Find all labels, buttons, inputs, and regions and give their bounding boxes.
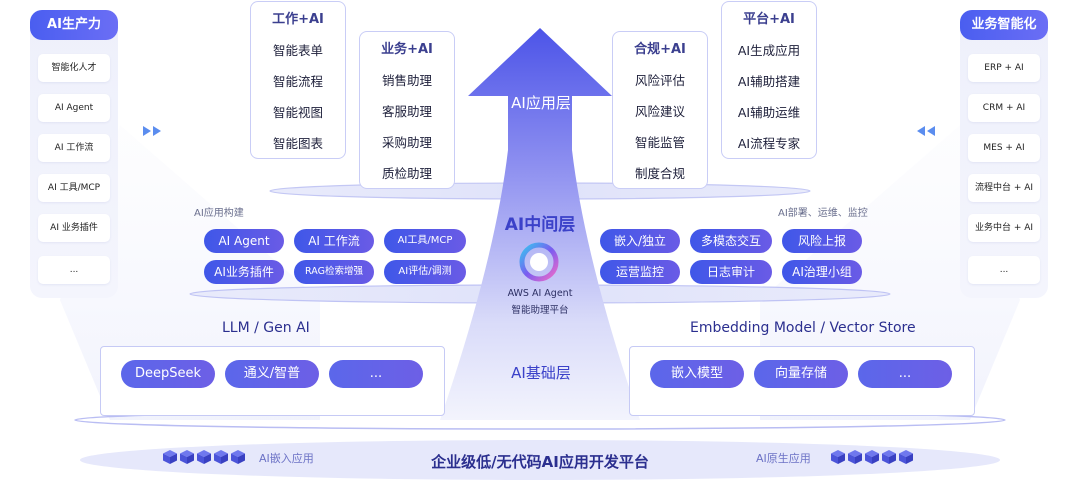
cube-icon [831,450,845,464]
card-item[interactable]: AI辅助运维 [737,105,801,120]
cube-icons-left [163,450,245,464]
pill-ai-eval[interactable]: AI评估/调测 [384,260,466,284]
left-panel-item[interactable]: AI Agent [38,94,110,122]
card-item[interactable]: 客服助理 [381,104,432,119]
card-platform-ai: 平台+AI AI生成应用 AI辅助搭建 AI辅助运维 AI流程专家 [721,1,817,159]
card-item[interactable]: 智能监管 [634,135,685,150]
card-item[interactable]: 销售助理 [381,73,432,88]
left-panel-item[interactable]: ... [38,256,110,284]
card-item[interactable]: 质检助理 [381,166,432,181]
pill-ai-business-plugin[interactable]: AI业务插件 [204,260,284,284]
card-item[interactable]: 智能图表 [272,136,323,151]
left-panel-title: AI生产力 [30,10,118,40]
right-panel-item[interactable]: CRM + AI [968,94,1040,122]
center-logo-title: AWS AI Agent [507,288,573,299]
embedding-title: Embedding Model / Vector Store [690,320,916,336]
right-chevrons-icon [917,126,935,136]
left-panel-item[interactable]: AI 业务插件 [38,214,110,242]
build-label: AI应用构建 [194,208,244,219]
app-layer-label: AI应用层 [511,94,571,112]
pill-ai-agent[interactable]: AI Agent [204,229,284,253]
card-item[interactable]: 风险建议 [634,104,685,119]
main-arrow [440,28,640,420]
llm-title: LLM / Gen AI [222,320,310,336]
card-item[interactable]: 智能视图 [272,105,323,120]
card-item[interactable]: 制度合规 [634,166,685,181]
pill-multimodal[interactable]: 多模态交互 [690,229,772,253]
platform-right-label: AI原生应用 [756,452,811,465]
cube-icons-right [831,450,913,464]
platform-title: 企业级低/无代码AI应用开发平台 [431,453,649,471]
cube-icon [180,450,194,464]
card-business-ai: 业务+AI 销售助理 客服助理 采购助理 质检助理 [359,31,455,189]
cube-icon [163,450,177,464]
card-item[interactable]: AI流程专家 [737,136,801,151]
card-title: 业务+AI [381,42,433,57]
card-title: 合规+AI [634,42,686,57]
right-panel-item[interactable]: 业务中台 + AI [968,214,1040,242]
center-logo-icon [519,242,559,282]
right-panel-item[interactable]: ERP + AI [968,54,1040,82]
card-title: 平台+AI [743,12,795,27]
pill-risk-report[interactable]: 风险上报 [782,229,862,253]
model-tongyi-zhipu[interactable]: 通义/智普 [225,360,319,388]
pill-ai-workflow[interactable]: AI 工作流 [294,229,374,253]
base-layer-label: AI基础层 [511,364,571,382]
pill-log-audit[interactable]: 日志审计 [690,260,772,284]
left-panel-item[interactable]: 智能化人才 [38,54,110,82]
right-panel-item[interactable]: MES + AI [968,134,1040,162]
model-more[interactable]: ... [858,360,952,388]
model-vector-store[interactable]: 向量存储 [754,360,848,388]
left-panel: AI生产力 智能化人才 AI Agent AI 工作流 AI 工具/MCP AI… [30,10,118,298]
card-item[interactable]: 风险评估 [634,73,685,88]
pill-ai-tools-mcp[interactable]: AI工具/MCP [384,229,466,253]
pill-rag[interactable]: RAG检索增强 [294,260,374,284]
right-panel-title: 业务智能化 [960,10,1048,40]
cube-icon [899,450,913,464]
pill-embed-standalone[interactable]: 嵌入/独立 [600,229,680,253]
card-work-ai: 工作+AI 智能表单 智能流程 智能视图 智能图表 [250,1,346,159]
card-item[interactable]: AI生成应用 [737,43,801,58]
left-chevrons-icon [143,126,161,136]
left-panel-item[interactable]: AI 工作流 [38,134,110,162]
card-compliance-ai: 合规+AI 风险评估 风险建议 智能监管 制度合规 [612,31,708,189]
cube-icon [231,450,245,464]
model-embedding[interactable]: 嵌入模型 [650,360,744,388]
card-title: 工作+AI [272,12,324,27]
cube-icon [214,450,228,464]
model-deepseek[interactable]: DeepSeek [121,360,215,388]
card-item[interactable]: 智能流程 [272,74,323,89]
right-panel-item[interactable]: ... [968,256,1040,284]
right-panel: 业务智能化 ERP + AI CRM + AI MES + AI 流程中台 + … [960,10,1048,298]
card-item[interactable]: 智能表单 [272,43,323,58]
cube-icon [848,450,862,464]
card-item[interactable]: AI辅助搭建 [737,74,801,89]
middle-layer-label: AI中间层 [504,215,576,235]
pill-ops-monitor[interactable]: 运营监控 [600,260,680,284]
platform-disc [80,440,1000,480]
pill-ai-governance[interactable]: AI治理小组 [782,260,862,284]
left-panel-item[interactable]: AI 工具/MCP [38,174,110,202]
cube-icon [882,450,896,464]
center-logo-subtitle: 智能助理平台 [511,305,569,316]
right-panel-item[interactable]: 流程中台 + AI [968,174,1040,202]
cube-icon [865,450,879,464]
model-more[interactable]: ... [329,360,423,388]
platform-left-label: AI嵌入应用 [259,452,314,465]
deploy-label: AI部署、运维、监控 [778,208,868,219]
cube-icon [197,450,211,464]
card-item[interactable]: 采购助理 [381,135,432,150]
